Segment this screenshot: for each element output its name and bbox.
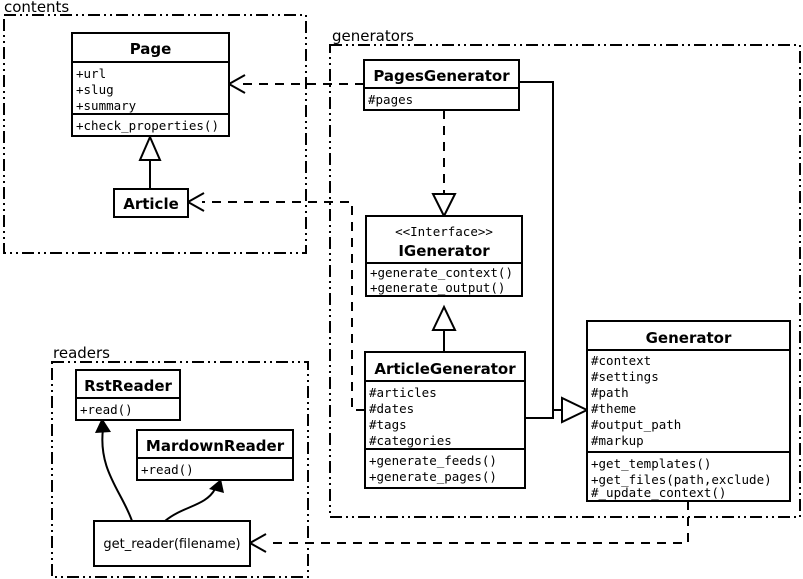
- class-generator-attribute-settings: #settings: [591, 369, 659, 384]
- class-igenerator-method-generate-output: +generate_output(): [370, 280, 505, 295]
- class-page-attribute-slug: +slug: [76, 82, 114, 97]
- package-contents-border: [3, 14, 307, 254]
- function-get-reader-box[interactable]: [93, 520, 251, 567]
- edge-pagesgen-page-arrowhead: [226, 74, 246, 94]
- class-mardown-reader-method-read: +read(): [141, 462, 194, 477]
- edge-pagesgen-igen-arrowhead: [431, 193, 457, 219]
- edge-articlegen-article-arrowhead: [185, 192, 205, 212]
- class-article[interactable]: Article: [113, 188, 189, 218]
- class-generator-attribute-path: #path: [591, 385, 629, 400]
- class-rst-reader-title: RstReader: [84, 377, 172, 395]
- edge-articlegenerator-depends-article: [185, 192, 365, 411]
- class-page-box[interactable]: [71, 32, 230, 137]
- edge-getreader-rstreader-arrowhead: [95, 418, 111, 433]
- package-readers-border: [51, 361, 309, 578]
- edge-pagesgenerator-realizes-igenerator: [431, 110, 457, 219]
- class-rst-reader[interactable]: RstReader +read(): [75, 369, 181, 421]
- class-mardown-reader-title: MardownReader: [146, 437, 285, 455]
- class-generator-method-update-context: #_update_context(): [591, 485, 726, 500]
- class-page-method-check-properties: +check_properties(): [76, 118, 219, 133]
- edge-getreader-rstreader-line: [101, 428, 133, 522]
- edge-pagesgenerator-depends-page: [226, 74, 364, 94]
- class-rst-reader-method-read: +read(): [80, 402, 133, 417]
- edge-generator-getreader-arrowhead: [247, 533, 267, 553]
- package-generators-label: generators: [332, 27, 414, 45]
- edge-articlegen-article-line: [202, 201, 365, 411]
- edge-generator-getreader-line: [266, 501, 689, 544]
- class-page-attribute-url: +url: [76, 66, 106, 81]
- class-generator-method-get-files: +get_files(path,exclude): [591, 472, 772, 487]
- class-article-generator[interactable]: ArticleGenerator #articles #dates #tags …: [364, 351, 526, 489]
- class-page-attribute-summary: +summary: [76, 98, 137, 113]
- edge-pagesgen-generator-line: [519, 81, 561, 411]
- class-article-generator-method-generate-pages: +generate_pages(): [369, 469, 497, 484]
- class-igenerator-stereotype: <<Interface>>: [395, 224, 493, 239]
- class-article-generator-attribute-dates: #dates: [369, 401, 414, 416]
- function-get-reader[interactable]: get_reader(filename): [93, 520, 251, 567]
- class-article-box[interactable]: [113, 188, 189, 218]
- class-pages-generator[interactable]: PagesGenerator #pages: [363, 59, 520, 111]
- class-article-generator-attribute-tags: #tags: [369, 417, 407, 432]
- edge-getreader-returns-rstreader: [95, 418, 133, 522]
- edge-article-generalizes-page: [138, 134, 162, 189]
- edge-article-page-arrowhead: [138, 134, 162, 161]
- class-article-generator-method-generate-feeds: +generate_feeds(): [369, 453, 497, 468]
- edge-articlegen-generator-line: [525, 410, 554, 419]
- class-generator-attribute-output-path: #output_path: [591, 417, 681, 432]
- class-generator-title: Generator: [646, 329, 732, 347]
- class-mardown-reader[interactable]: MardownReader +read(): [136, 429, 294, 481]
- edge-generators-inherit-generator: [519, 81, 590, 424]
- edge-articlegenerator-realizes-igenerator: [431, 304, 457, 352]
- edge-getreader-mardownreader-line: [164, 488, 216, 522]
- class-article-generator-attribute-articles: #articles: [369, 385, 437, 400]
- class-igenerator-box[interactable]: [365, 215, 523, 297]
- class-generator-attribute-markup: #markup: [591, 433, 644, 448]
- class-pages-generator-box[interactable]: [363, 59, 520, 111]
- class-article-generator-box[interactable]: [364, 351, 526, 489]
- package-readers: readers: [51, 344, 309, 578]
- package-generators: generators: [329, 27, 801, 518]
- class-page-title: Page: [130, 40, 172, 58]
- class-igenerator-method-generate-context: +generate_context(): [370, 265, 513, 280]
- class-generator-attribute-theme: #theme: [591, 401, 636, 416]
- class-igenerator-title: IGenerator: [398, 242, 490, 260]
- package-contents-label: contents: [4, 0, 69, 16]
- edge-generator-arrowhead: [561, 396, 590, 424]
- class-generator-method-get-templates: +get_templates(): [591, 456, 711, 471]
- edge-generator-depends-getreader: [247, 501, 689, 553]
- class-pages-generator-attribute-pages: #pages: [368, 92, 413, 107]
- package-contents: contents: [3, 0, 307, 254]
- package-generators-border: [329, 44, 801, 518]
- class-article-generator-title: ArticleGenerator: [374, 360, 516, 378]
- class-mardown-reader-box[interactable]: [136, 429, 294, 481]
- class-article-generator-attribute-categories: #categories: [369, 433, 452, 448]
- package-readers-label: readers: [53, 344, 110, 362]
- class-generator[interactable]: Generator #context #settings #path #them…: [586, 320, 791, 502]
- edge-getreader-returns-mardownreader: [164, 479, 224, 522]
- function-get-reader-label: get_reader(filename): [103, 537, 240, 552]
- class-page[interactable]: Page +url +slug +summary +check_properti…: [71, 32, 230, 137]
- class-pages-generator-title: PagesGenerator: [373, 67, 510, 85]
- edge-getreader-mardownreader-arrowhead: [209, 479, 224, 493]
- edge-articlegen-igen-arrowhead: [431, 304, 457, 331]
- class-generator-attribute-context: #context: [591, 353, 651, 368]
- class-article-title: Article: [123, 195, 179, 213]
- class-rst-reader-box[interactable]: [75, 369, 181, 421]
- class-igenerator[interactable]: <<Interface>> IGenerator +generate_conte…: [365, 215, 523, 297]
